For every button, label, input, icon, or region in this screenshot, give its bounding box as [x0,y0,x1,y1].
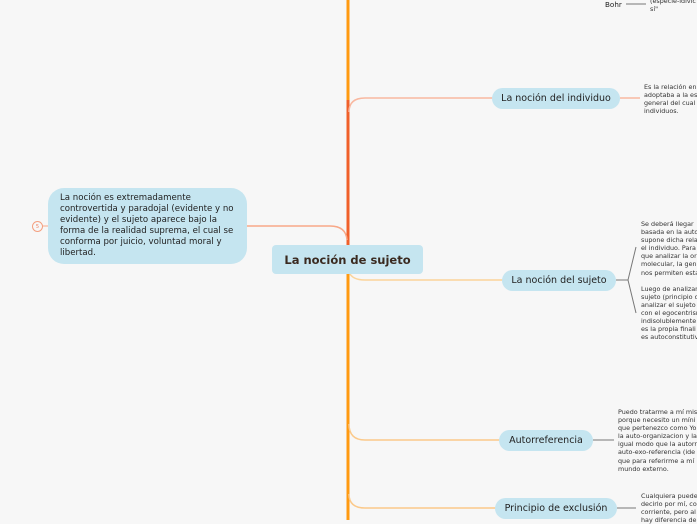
branch-sujeto[interactable]: La noción del sujeto [502,270,616,291]
left-topic-text: La noción es extremadamente controvertid… [60,193,234,258]
note-autorreferencia: Puedo tratarme a mí mis porque necesito … [618,408,697,473]
branch-label: La noción del sujeto [511,275,607,286]
note-bohr: (especie-idivic sí" [650,0,696,14]
note-link-sujeto [616,246,637,314]
branch-label: Autorreferencia [509,435,583,446]
branch-exclusion[interactable]: Principio de exclusión [495,498,617,519]
left-topic-node[interactable]: La noción es extremadamente controvertid… [48,188,247,264]
central-topic-label: La noción de sujeto [284,252,411,267]
branch-label: Principio de exclusión [504,503,608,514]
connector-exclusion [348,493,496,509]
note-sujeto: Se deberá llegar basada en la auto supon… [641,220,697,342]
connector-left [247,225,348,241]
branch-label: La noción del individuo [501,93,611,104]
central-topic[interactable]: La noción de sujeto [272,245,423,274]
branch-individuo[interactable]: La noción del individuo [492,88,620,109]
connector-individuo [348,97,493,113]
collapse-toggle[interactable]: 5 [32,221,43,232]
branch-autorreferencia[interactable]: Autorreferencia [499,430,593,451]
note-exclusion: Cualquiera puede decirlo por mí, co corr… [641,492,697,524]
connector-autorreferencia [348,423,500,441]
note-individuo: Es la relación en adoptaba a la es gener… [644,83,697,116]
note-bohr-label: Bohr [605,0,622,9]
